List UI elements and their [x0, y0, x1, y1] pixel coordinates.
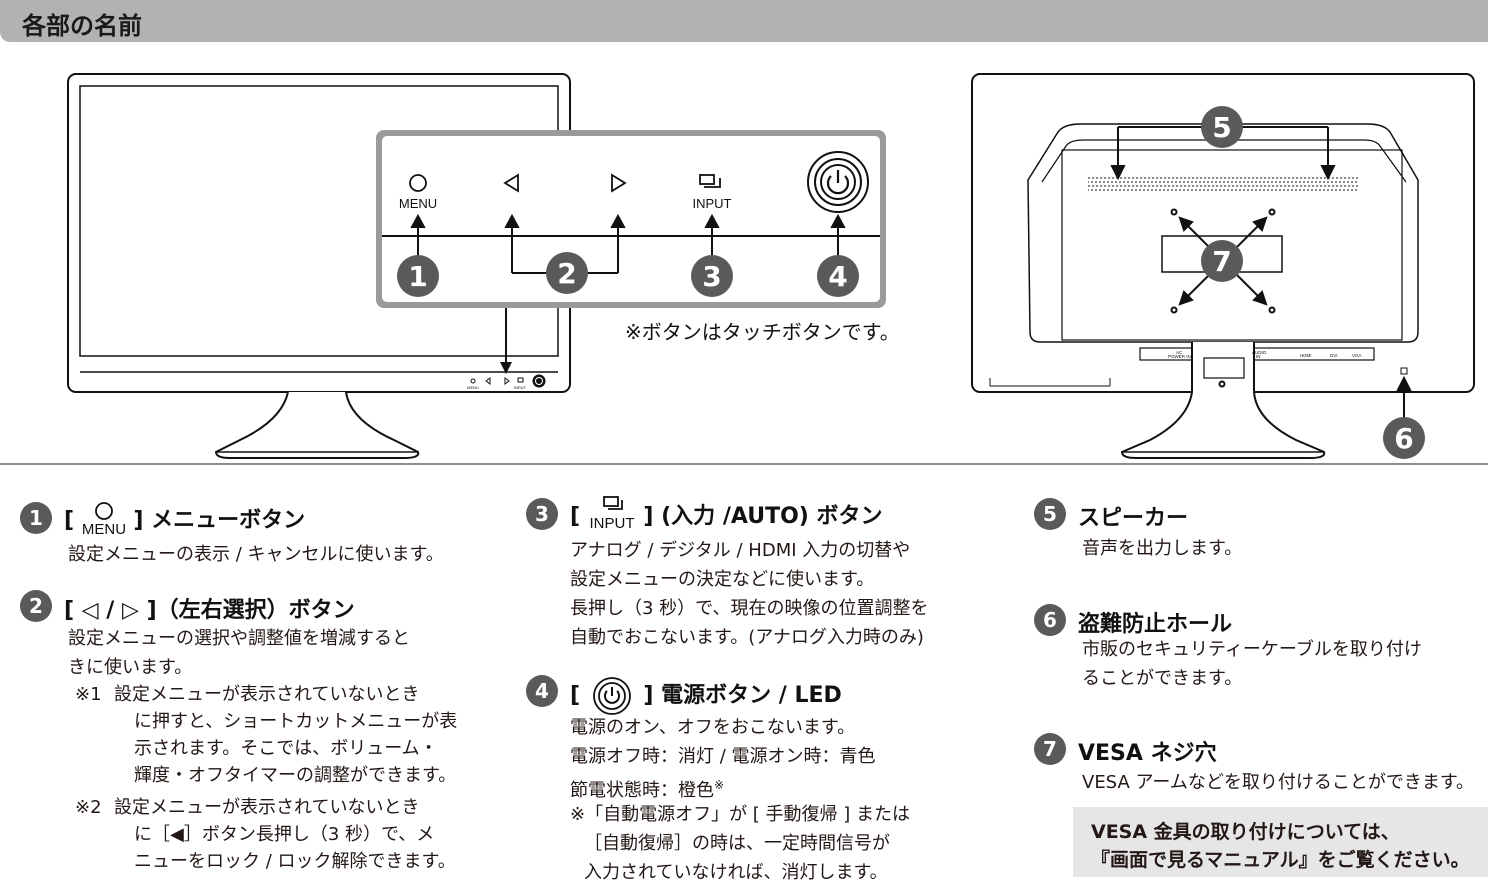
svg-text:1: 1: [408, 260, 427, 293]
section-header: 各部の名前: [0, 0, 1488, 42]
section-2-title: [ ◁ / ▷ ]（左右選択）ボタン: [64, 598, 355, 623]
section-5-title: スピーカー: [1078, 506, 1189, 531]
vesa-info-box: VESA 金具の取り付けについては、 『画面で見るマニュアル』をご覧ください。: [1073, 807, 1488, 877]
note-1-line-2: に押すと、ショートカットメニューが表: [134, 711, 458, 732]
svg-text:7: 7: [1212, 245, 1231, 278]
svg-text:4: 4: [828, 260, 847, 293]
menu-icon: MENU: [82, 502, 126, 538]
right-triangle-icon: [611, 173, 627, 193]
section-4-line-4: ※「自動電源オフ」が [ 手動復帰 ] または: [570, 804, 911, 825]
callout-2: 2: [546, 252, 588, 294]
svg-text:INPUT: INPUT: [589, 515, 634, 532]
section-6-title: 盗難防止ホール: [1078, 612, 1233, 637]
note-2-line-1: 設定メニューが表示されていないとき: [114, 797, 420, 818]
svg-text:VGA: VGA: [1352, 353, 1362, 358]
section-3-line-2: 設定メニューの決定などに使います。: [570, 569, 875, 590]
note-2-line-2: に［◀］ボタン長押し（3 秒）で、メ: [134, 824, 435, 845]
section-5-number: 5: [1034, 498, 1066, 530]
svg-text:POWER IN: POWER IN: [1168, 354, 1191, 359]
lock-arrow: [1396, 375, 1412, 420]
note-1-mark: ※1: [75, 684, 102, 705]
svg-text:HDMI: HDMI: [1300, 353, 1312, 358]
callout-6: 6: [1383, 417, 1425, 459]
section-3-line-1: アナログ / デジタル / HDMI 入力の切替や: [570, 540, 911, 561]
section-6-line-1: 市販のセキュリティーケーブルを取り付け: [1082, 639, 1422, 660]
callout-5: 5: [1201, 106, 1243, 148]
section-3-line-4: 自動でおこないます。(アナログ入力時のみ): [570, 627, 924, 648]
note-1-line-1: 設定メニューが表示されていないとき: [114, 684, 420, 705]
callout-3: 3: [691, 255, 733, 297]
input-label: INPUT: [693, 196, 732, 211]
svg-text:2: 2: [557, 257, 576, 290]
svg-text:MENU: MENU: [467, 385, 479, 390]
section-2-line-1: 設定メニューの選択や調整値を増減すると: [68, 628, 410, 649]
note-2-mark: ※2: [75, 797, 102, 818]
menu-circle-icon: [409, 174, 427, 192]
section-1-title: [ MENU ] メニューボタン: [64, 502, 305, 538]
note-1-line-4: 輝度・オフタイマーの調整ができます。: [134, 765, 457, 786]
section-2-number: 2: [20, 590, 52, 622]
callout-7: 7: [1201, 240, 1243, 282]
section-4-line-5: ［自動復帰］の時は、一定時間信号が: [584, 833, 890, 854]
input-icon: [699, 174, 721, 188]
left-triangle-icon: [503, 173, 519, 193]
section-4-line-6: 入力されていなければ、消灯します。: [584, 862, 888, 883]
section-3-line-3: 長押し（3 秒）で、現在の映像の位置調整を: [570, 598, 929, 619]
section-4-title: [ ] 電源ボタン / LED: [570, 677, 842, 715]
note-2-line-3: ニューをロック / ロック解除できます。: [134, 851, 456, 872]
section-3-title: [ INPUT ] (入力 /AUTO) ボタン: [570, 496, 883, 532]
svg-text:3: 3: [702, 260, 721, 293]
section-4-number: 4: [526, 675, 558, 707]
section-1-line-1: 設定メニューの表示 / キャンセルに使います。: [68, 544, 444, 565]
menu-label: MENU: [399, 196, 437, 211]
vesa-box-line-2: 『画面で見るマニュアル』をご覧ください。: [1091, 849, 1470, 871]
page-title: 各部の名前: [22, 12, 142, 40]
divider: [0, 463, 1488, 465]
svg-text:AC: AC: [1176, 350, 1183, 355]
section-1-number: 1: [20, 502, 52, 534]
section-5-line-1: 音声を出力します。: [1082, 538, 1243, 559]
section-7-line-1: VESA アームなどを取り付けることができます。: [1082, 772, 1475, 793]
note-1-line-3: 示されます。そこでは、ボリューム・: [134, 738, 438, 759]
svg-text:DVI: DVI: [1330, 353, 1338, 358]
section-6-number: 6: [1034, 604, 1066, 636]
zoom-panel: MENU INPUT 1 2 3 4: [376, 130, 886, 308]
power-icon: [807, 151, 869, 213]
arrow-down-icon: [500, 362, 512, 374]
input-icon: INPUT: [588, 496, 636, 532]
section-4-line-3: 節電状態時：橙色※: [570, 778, 725, 801]
power-icon: [588, 677, 636, 715]
section-2-line-2: きに使います。: [68, 657, 193, 678]
touch-button-note: ※ボタンはタッチボタンです。: [625, 320, 900, 344]
svg-text:INPUT: INPUT: [514, 385, 527, 390]
callout-4: 4: [817, 255, 859, 297]
section-4-line-2: 電源オフ時：消灯 / 電源オン時：青色: [570, 746, 876, 767]
speaker-grill: [1088, 177, 1358, 191]
svg-text:AUDIO: AUDIO: [1252, 350, 1267, 355]
section-4-line-1: 電源のオン、オフをおこないます。: [570, 717, 856, 738]
svg-text:5: 5: [1212, 111, 1231, 144]
svg-text:6: 6: [1394, 422, 1413, 455]
callout-1: 1: [397, 255, 439, 297]
vesa-box-line-1: VESA 金具の取り付けについては、: [1091, 821, 1400, 843]
section-7-number: 7: [1034, 733, 1066, 765]
svg-text:IN: IN: [1256, 354, 1261, 359]
svg-text:MENU: MENU: [82, 521, 126, 538]
section-7-title: VESA ネジ穴: [1078, 741, 1217, 766]
section-3-number: 3: [526, 498, 558, 530]
front-bezel-buttons: MENU INPUT: [467, 374, 546, 390]
section-6-line-2: ることができます。: [1082, 668, 1243, 689]
monitor-diagram: MENU INPUT MENU INPUT: [67, 73, 1475, 459]
